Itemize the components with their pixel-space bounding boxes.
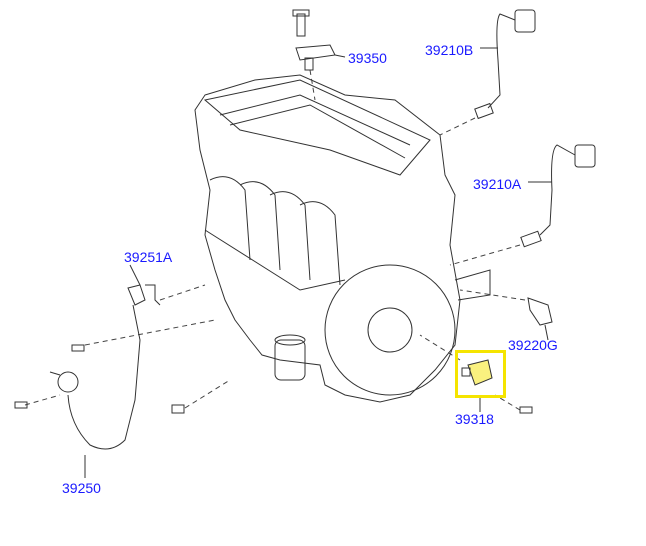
oxygen-sensor-39210B: [474, 9, 536, 120]
part-link-39318[interactable]: 39318: [455, 411, 494, 427]
part-link-39210A[interactable]: 39210A: [473, 176, 522, 192]
part-link-39251A[interactable]: 39251A: [124, 249, 173, 265]
part-link-39220G[interactable]: 39220G: [508, 337, 558, 353]
part-link-39250[interactable]: 39250: [62, 480, 101, 496]
oxygen-sensor-39210A: [520, 144, 596, 248]
part-link-39350[interactable]: 39350: [348, 50, 387, 66]
crankshaft-sensor-39318: [461, 359, 493, 386]
temperature-sensor-39220G: [527, 297, 553, 326]
engine-block: [194, 74, 461, 403]
valve-cover: [203, 79, 431, 176]
intake-manifold: [209, 176, 341, 286]
highlight-box-39318: [455, 350, 506, 398]
knock-sensor-harness: [49, 284, 161, 450]
flywheel-housing: [324, 264, 456, 396]
part-link-39210B[interactable]: 39210B: [425, 42, 474, 58]
camshaft-sensor-39350: [292, 9, 336, 71]
oil-filter: [274, 339, 306, 381]
bolts: [14, 344, 533, 414]
